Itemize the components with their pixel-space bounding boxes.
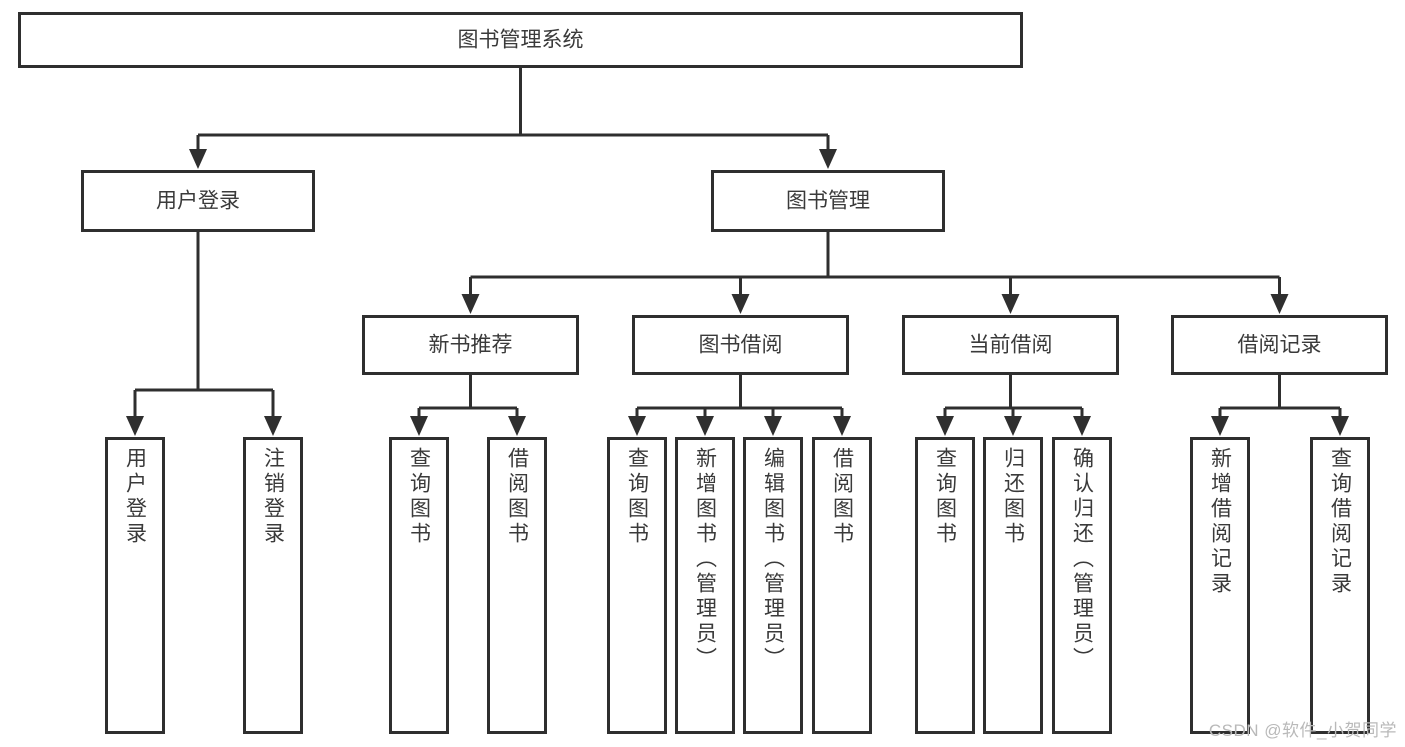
arrow-current-borrow-to-leaf-query-book-3 xyxy=(936,416,954,436)
arrow-current-borrow-to-leaf-confirm-return xyxy=(1073,416,1091,436)
node-label-borrow-record: 借阅记录 xyxy=(1238,334,1322,357)
boxes-layer xyxy=(18,12,1388,734)
arrow-new-book-recommend-to-leaf-borrow-book-1 xyxy=(508,416,526,436)
leaf-box-leaf-query-book-3[interactable] xyxy=(915,437,975,734)
arrow-book-borrow-to-leaf-add-book xyxy=(696,416,714,436)
node-box-book-manage[interactable] xyxy=(711,170,945,232)
arrow-new-book-recommend-to-leaf-query-book-1 xyxy=(410,416,428,436)
arrow-user-login-to-leaf-logout xyxy=(264,416,282,436)
leaf-box-leaf-add-book[interactable] xyxy=(675,437,735,734)
node-box-user-login[interactable] xyxy=(81,170,315,232)
arrow-book-borrow-to-leaf-borrow-book-2 xyxy=(833,416,851,436)
arrow-bookmanage-to-current-borrow xyxy=(1001,294,1020,314)
arrow-user-login-to-leaf-user-login xyxy=(126,416,144,436)
node-label-current-borrow: 当前借阅 xyxy=(969,334,1053,357)
arrow-borrow-record-to-leaf-query-record xyxy=(1331,416,1349,436)
leaf-box-leaf-user-login[interactable] xyxy=(105,437,165,734)
arrow-bookmanage-to-book-borrow xyxy=(731,294,750,314)
leaf-box-leaf-query-book-2[interactable] xyxy=(607,437,667,734)
leaf-box-leaf-edit-book[interactable] xyxy=(743,437,803,734)
arrow-book-borrow-to-leaf-query-book-2 xyxy=(628,416,646,436)
node-box-borrow-record[interactable] xyxy=(1171,315,1388,375)
csdn-watermark: CSDN @软件_小贺同学 xyxy=(1208,721,1397,740)
arrow-root-to-user-login xyxy=(189,149,207,169)
leaf-box-leaf-add-record[interactable] xyxy=(1190,437,1250,734)
arrow-bookmanage-to-borrow-record xyxy=(1270,294,1289,314)
node-box-root[interactable] xyxy=(18,12,1023,68)
node-box-book-borrow[interactable] xyxy=(632,315,849,375)
node-box-new-book-recommend[interactable] xyxy=(362,315,579,375)
leaf-box-leaf-return-book[interactable] xyxy=(983,437,1043,734)
leaf-box-leaf-logout[interactable] xyxy=(243,437,303,734)
node-label-new-book-recommend: 新书推荐 xyxy=(429,334,513,357)
leaf-box-leaf-query-book-1[interactable] xyxy=(389,437,449,734)
arrow-book-borrow-to-leaf-edit-book xyxy=(764,416,782,436)
leaf-box-leaf-borrow-book-1[interactable] xyxy=(487,437,547,734)
node-label-book-borrow: 图书借阅 xyxy=(699,334,783,357)
arrow-bookmanage-to-new-book-recommend xyxy=(461,294,480,314)
leaf-box-leaf-borrow-book-2[interactable] xyxy=(812,437,872,734)
arrow-borrow-record-to-leaf-add-record xyxy=(1211,416,1229,436)
arrow-current-borrow-to-leaf-return-book xyxy=(1004,416,1022,436)
node-label-user-login: 用户登录 xyxy=(156,190,240,213)
node-label-root: 图书管理系统 xyxy=(458,29,584,52)
connectors-layer xyxy=(126,68,1349,436)
leaf-box-leaf-confirm-return[interactable] xyxy=(1052,437,1112,734)
leaf-box-leaf-query-record[interactable] xyxy=(1310,437,1370,734)
arrow-root-to-book-manage xyxy=(819,149,837,169)
node-box-current-borrow[interactable] xyxy=(902,315,1119,375)
node-label-book-manage: 图书管理 xyxy=(786,190,870,213)
